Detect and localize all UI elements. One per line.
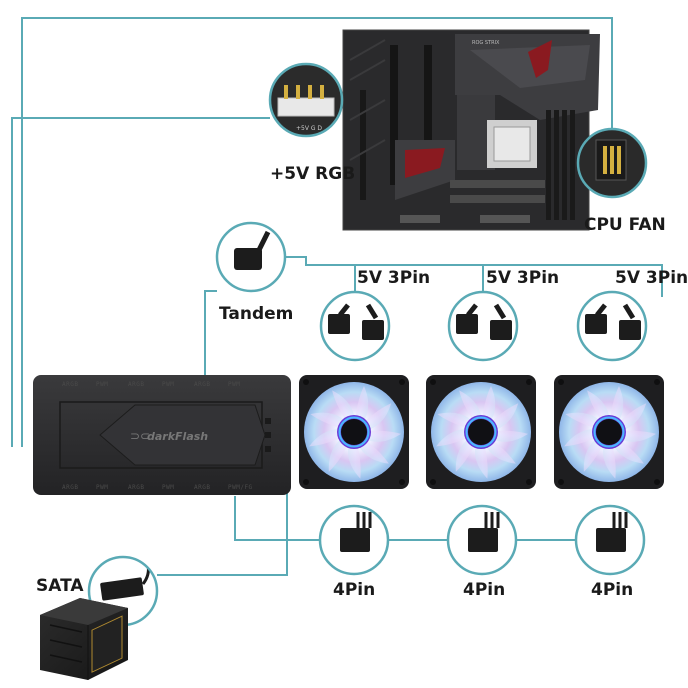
svg-text:+5V G D: +5V G D — [296, 125, 322, 132]
hub-port-label: ARGB — [194, 381, 210, 388]
pwm-callout-2 — [446, 504, 518, 576]
argb-label-3: 5V 3Pin — [615, 268, 688, 288]
cpu-fan-callout — [576, 127, 648, 199]
argb-callout-1 — [319, 290, 391, 362]
hub-top-port-labels: ARGB PWM ARGB PWM ARGB PWM — [62, 381, 240, 388]
cpu-fan-label: CPU FAN — [584, 215, 666, 235]
motherboard: ROG STRIX — [342, 29, 600, 231]
wire-argb-bus — [285, 256, 663, 297]
hub-port-label: PWM — [96, 484, 108, 491]
pwm-callout-3 — [574, 504, 646, 576]
tandem-label: Tandem — [219, 304, 294, 324]
rgb-header-callout: +5V G D — [268, 62, 344, 138]
power-supply-icon — [40, 598, 128, 680]
rgb-fan-icon — [299, 375, 409, 489]
svg-text:ROG STRIX: ROG STRIX — [472, 40, 500, 46]
wire-rgb-header — [11, 117, 270, 447]
argb-callout-2 — [447, 290, 519, 362]
argb-connector-callouts — [319, 290, 648, 362]
pwm-label-2: 4Pin — [463, 580, 506, 600]
hub-port-label: ARGB — [62, 381, 78, 388]
hub-port-label: PWM/FG — [228, 484, 253, 491]
argb-label-1: 5V 3Pin — [357, 268, 431, 288]
hub-port-label: PWM — [228, 381, 240, 388]
wires — [11, 17, 663, 576]
hub-port-label: ARGB — [128, 484, 144, 491]
wire-tandem — [204, 290, 217, 375]
hub-port-label: ARGB — [62, 484, 78, 491]
fan-hub: darkFlash ⊃⊂ ARGB PWM ARGB PWM ARGB PWM ARGB P… — [33, 375, 291, 495]
tandem-callout — [215, 221, 287, 293]
svg-text:⊃⊂: ⊃⊂ — [130, 429, 150, 443]
fans — [299, 375, 664, 489]
hub-port-label: PWM — [162, 381, 174, 388]
argb-label-2: 5V 3Pin — [486, 268, 560, 288]
wire-cpu-fan — [21, 17, 613, 447]
hub-port-label: ARGB — [128, 381, 144, 388]
rgb-fan-icon — [554, 375, 664, 489]
hub-bottom-port-labels: ARGB PWM ARGB PWM ARGB PWM/FG — [62, 484, 253, 491]
pwm-label-3: 4Pin — [591, 580, 634, 600]
hub-port-label: ARGB — [194, 484, 210, 491]
hub-port-label: PWM — [96, 381, 108, 388]
hub-brand: darkFlash — [147, 430, 208, 443]
hub-port-label: PWM — [162, 484, 174, 491]
rgb-fan-icon — [426, 375, 536, 489]
wire-pwm-bus — [234, 496, 319, 541]
sata-label: SATA — [36, 576, 84, 596]
rgb-header-label: +5V RGB — [270, 164, 356, 184]
argb-callout-3 — [576, 290, 648, 362]
pwm-label-1: 4Pin — [333, 580, 376, 600]
pwm-connector-callouts — [318, 504, 646, 576]
pwm-callout-1 — [318, 504, 390, 576]
